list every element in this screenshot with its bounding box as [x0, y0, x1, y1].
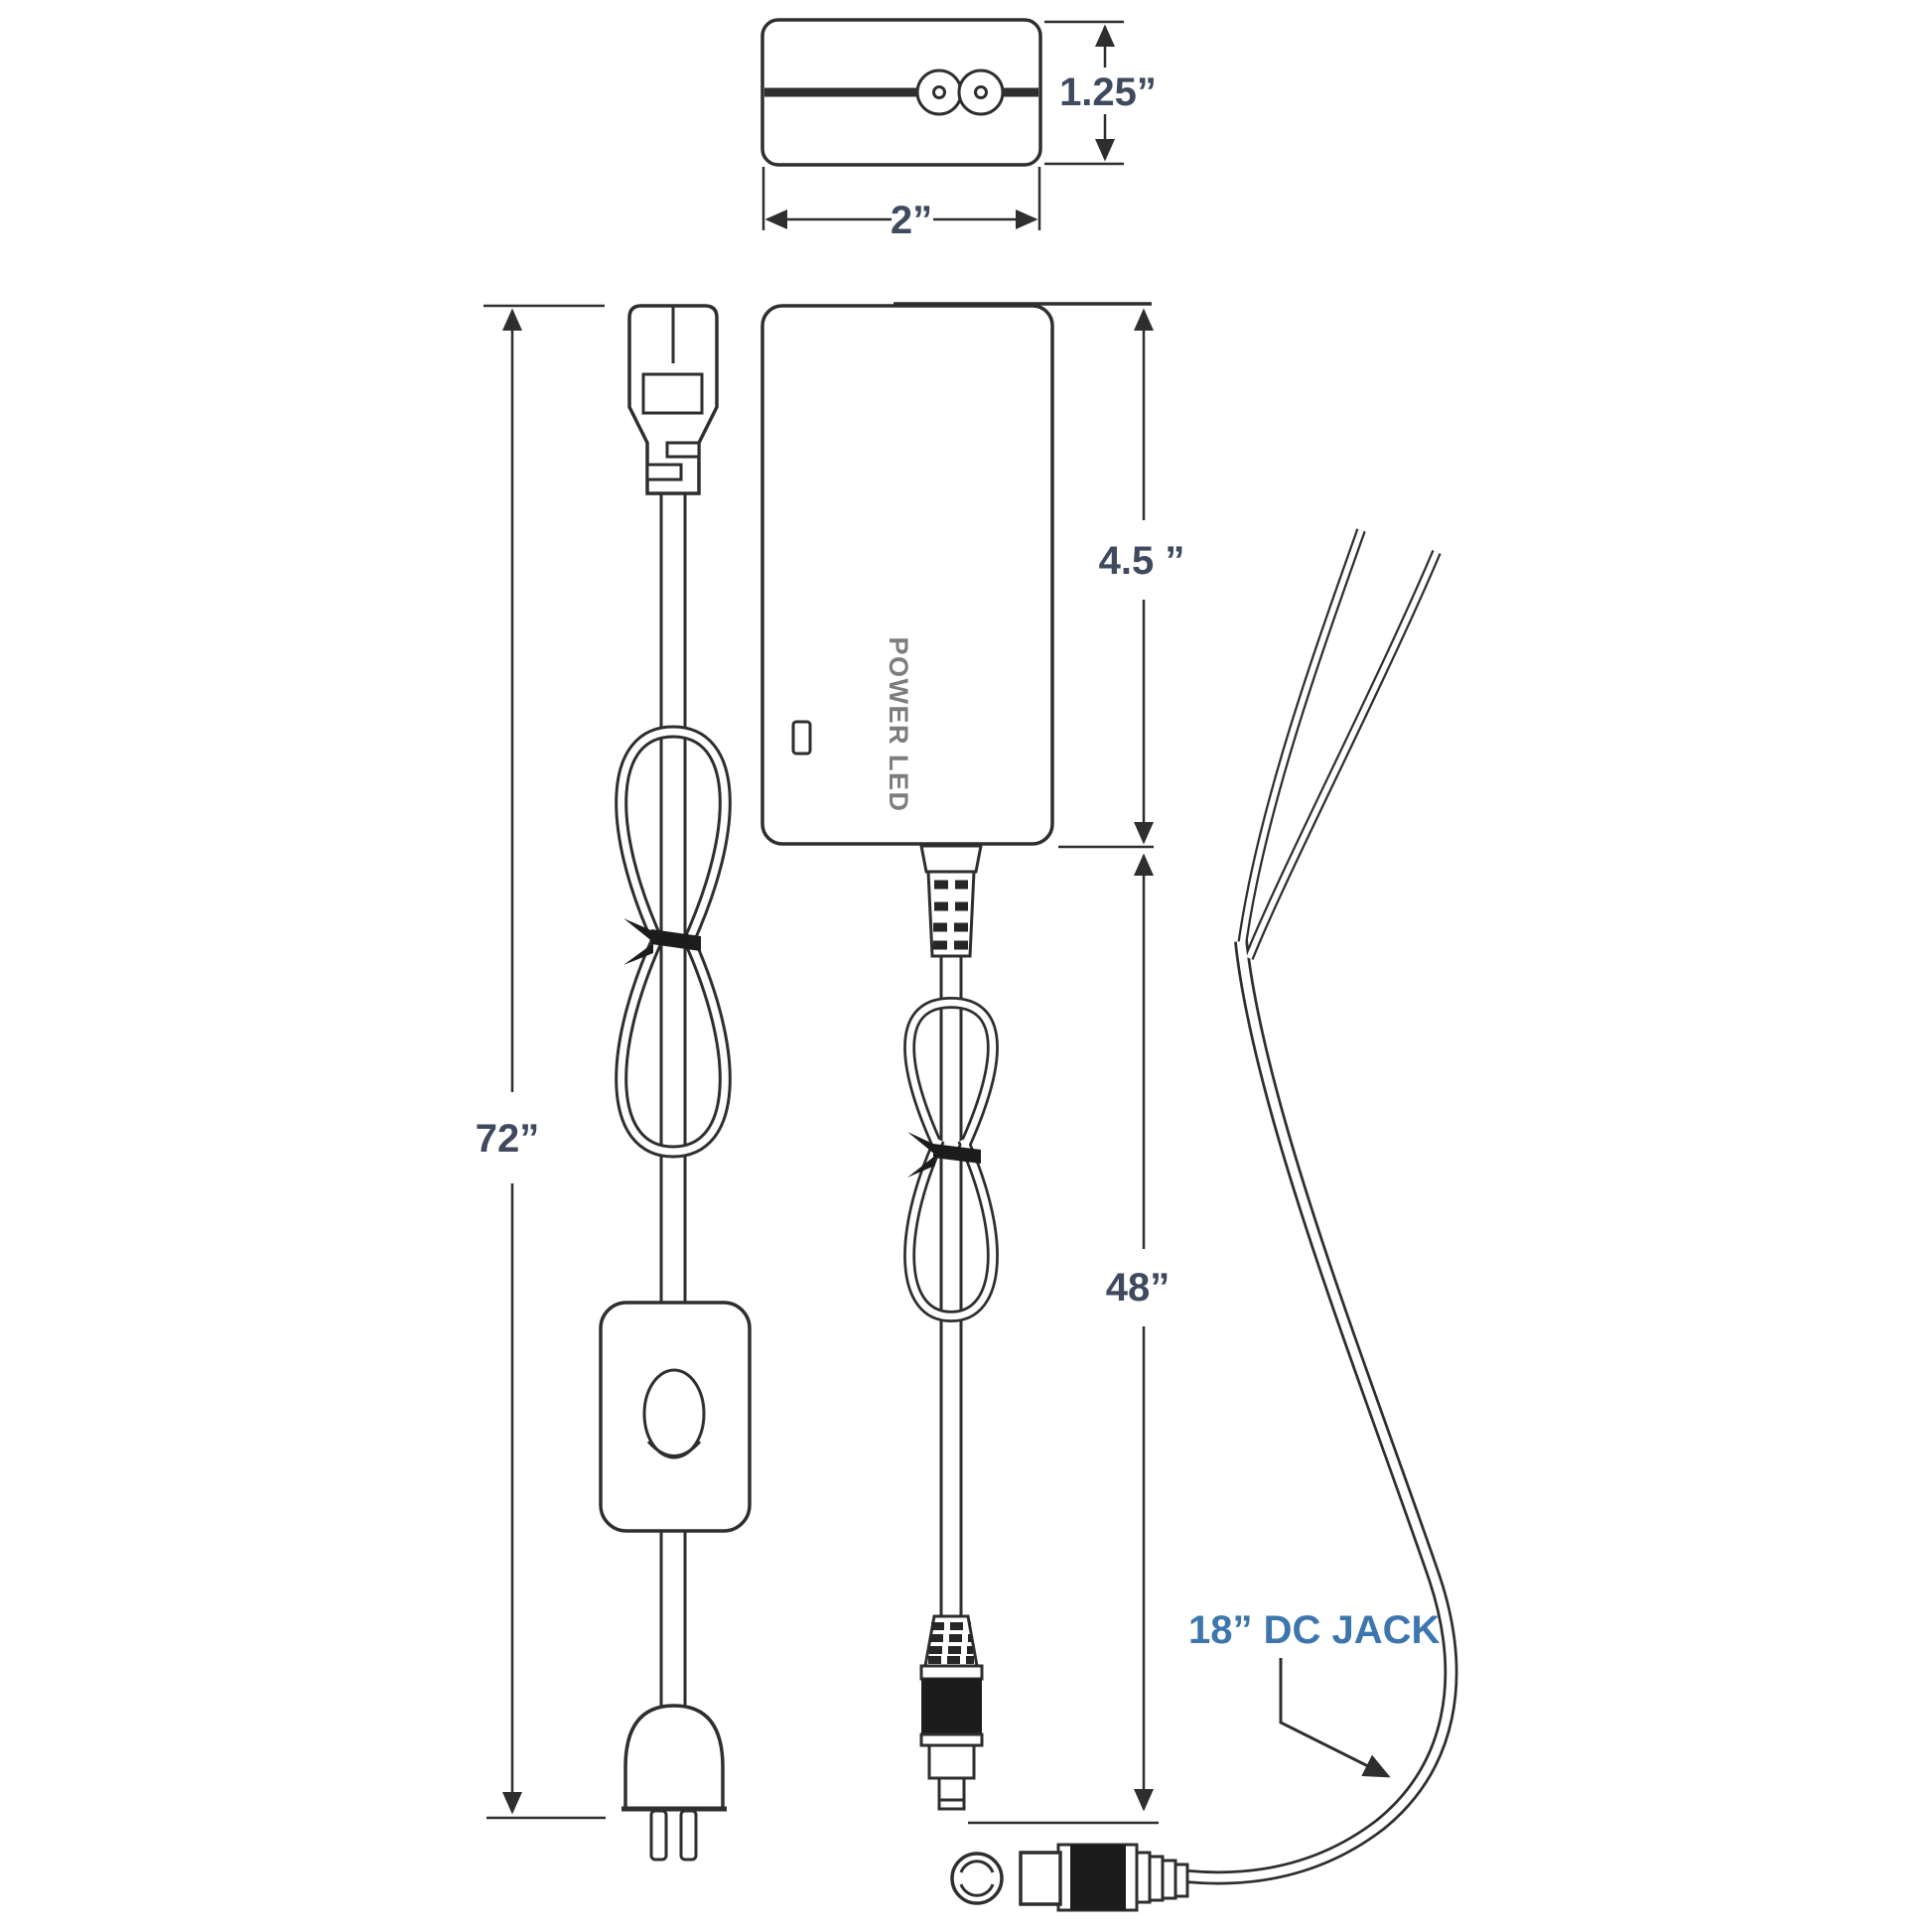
output-cord-length-value: 48”: [1106, 1266, 1171, 1310]
led-driver-assembly: POWER LED: [760, 302, 1185, 1825]
cable-tie: [651, 929, 701, 951]
power-led-indicator: [791, 720, 812, 756]
dimension-output-cord-length: 48”: [968, 853, 1171, 1825]
driver-device-label: POWER LED: [884, 636, 913, 812]
input-cord-coil: [615, 725, 732, 1159]
dc-jack-connector: [1019, 1843, 1189, 1912]
switch-button-lip: [646, 1440, 702, 1457]
cable-tie-flag-top: [907, 1132, 935, 1155]
lead-wire-1: [1236, 528, 1366, 954]
cable-tie: [933, 1144, 981, 1164]
dc-jack-tip: [1019, 1851, 1062, 1906]
cable-tie-flag-bottom: [907, 1156, 935, 1177]
cable-tie-flag-bottom: [623, 943, 653, 965]
dimension-input-cord-length: 72”: [476, 304, 606, 1820]
dc-jack-callout-label: 18” DC JACK: [1188, 1608, 1441, 1652]
plug-prong-left: [649, 1809, 668, 1862]
dimension-driver-length: 4.5 ”: [894, 302, 1185, 849]
jack-cable: [1186, 940, 1458, 1885]
dc-jack-cable-assembly: 18” DC JACK: [950, 528, 1458, 1912]
wall-plug-body: [623, 1704, 725, 1811]
output-cord-coil: [903, 996, 999, 1323]
dc-barrel-plug: [919, 1614, 984, 1811]
dc-jack-front-view: [950, 1852, 1004, 1905]
appliance-connector: [627, 304, 719, 495]
inlet-pin-left-center: [932, 85, 946, 99]
inlet-pin-right-center: [974, 85, 988, 99]
cord-grip-step-upper: [665, 441, 701, 459]
dimension-top-width: 2”: [761, 167, 1041, 242]
top-width-value: 2”: [891, 199, 932, 242]
driver-strain-relief: [919, 844, 983, 958]
driver-body: [760, 304, 1054, 846]
cable-tie-flag-top: [623, 918, 653, 942]
wall-plug: [621, 1704, 727, 1862]
dc-jack-callout: 18” DC JACK: [1188, 1608, 1441, 1778]
top-depth-value: 1.25”: [1059, 70, 1157, 114]
switch-button: [642, 1368, 706, 1459]
driver-top-view: 2” 1.25”: [760, 18, 1157, 242]
driver-length-value: 4.5 ”: [1099, 539, 1185, 583]
input-cord-assembly: 72”: [476, 304, 752, 1862]
plug-prong-right: [679, 1809, 698, 1862]
dimension-top-depth: 1.25”: [1044, 20, 1157, 166]
input-cord-length-value: 72”: [476, 1117, 540, 1161]
cord-grip-step-lower: [645, 463, 683, 482]
callout-leader-line: [1279, 1658, 1391, 1778]
inline-switch: [599, 1301, 752, 1533]
appliance-connector-window: [641, 372, 704, 415]
